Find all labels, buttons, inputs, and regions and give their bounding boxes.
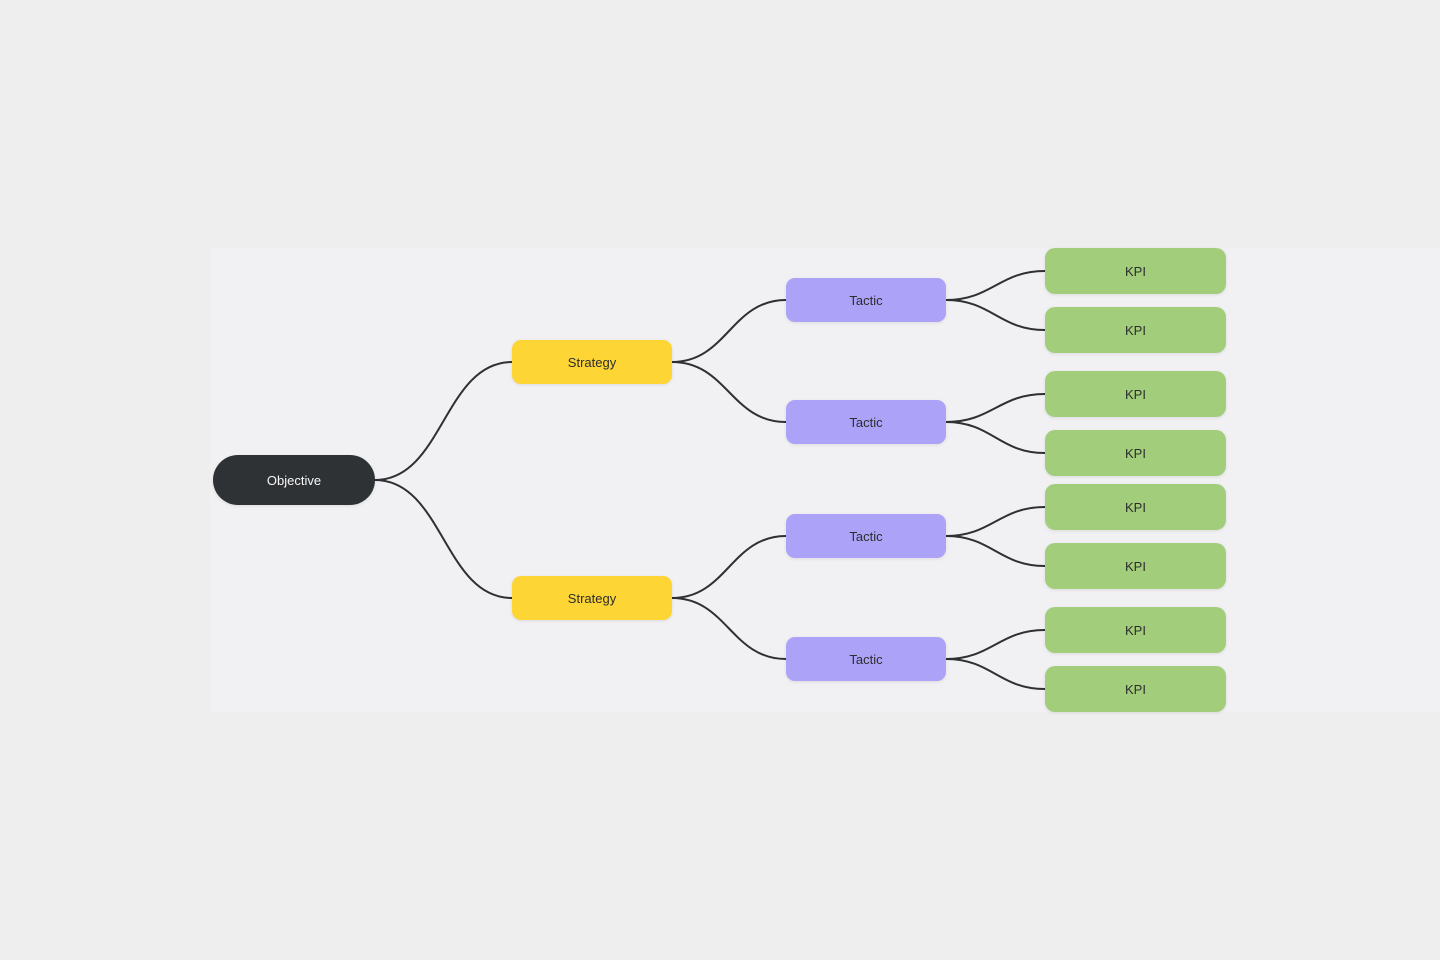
tactic-node-3[interactable]: Tactic	[786, 514, 946, 558]
tactic-node-3-label: Tactic	[849, 528, 883, 544]
tactic-node-1[interactable]: Tactic	[786, 278, 946, 322]
kpi-node-3[interactable]: KPI	[1045, 371, 1226, 417]
kpi-node-7[interactable]: KPI	[1045, 607, 1226, 653]
kpi-node-8-label: KPI	[1125, 681, 1146, 697]
strategy-node-2[interactable]: Strategy	[512, 576, 672, 620]
kpi-node-3-label: KPI	[1125, 386, 1146, 402]
kpi-node-1-label: KPI	[1125, 263, 1146, 279]
tactic-node-1-label: Tactic	[849, 292, 883, 308]
tactic-node-2-label: Tactic	[849, 414, 883, 430]
tactic-node-4-label: Tactic	[849, 651, 883, 667]
objective-node-label: Objective	[266, 472, 322, 488]
kpi-node-4[interactable]: KPI	[1045, 430, 1226, 476]
strategy-node-1-label: Strategy	[567, 354, 617, 370]
kpi-node-5[interactable]: KPI	[1045, 484, 1226, 530]
strategy-node-2-label: Strategy	[567, 590, 617, 606]
kpi-node-7-label: KPI	[1125, 622, 1146, 638]
tactic-node-2[interactable]: Tactic	[786, 400, 946, 444]
kpi-node-4-label: KPI	[1125, 445, 1146, 461]
strategy-node-1[interactable]: Strategy	[512, 340, 672, 384]
kpi-node-2-label: KPI	[1125, 322, 1146, 338]
objective-node[interactable]: Objective	[213, 455, 375, 505]
kpi-node-1[interactable]: KPI	[1045, 248, 1226, 294]
kpi-node-5-label: KPI	[1125, 499, 1146, 515]
kpi-node-6[interactable]: KPI	[1045, 543, 1226, 589]
kpi-node-6-label: KPI	[1125, 558, 1146, 574]
kpi-node-8[interactable]: KPI	[1045, 666, 1226, 712]
kpi-node-2[interactable]: KPI	[1045, 307, 1226, 353]
tactic-node-4[interactable]: Tactic	[786, 637, 946, 681]
